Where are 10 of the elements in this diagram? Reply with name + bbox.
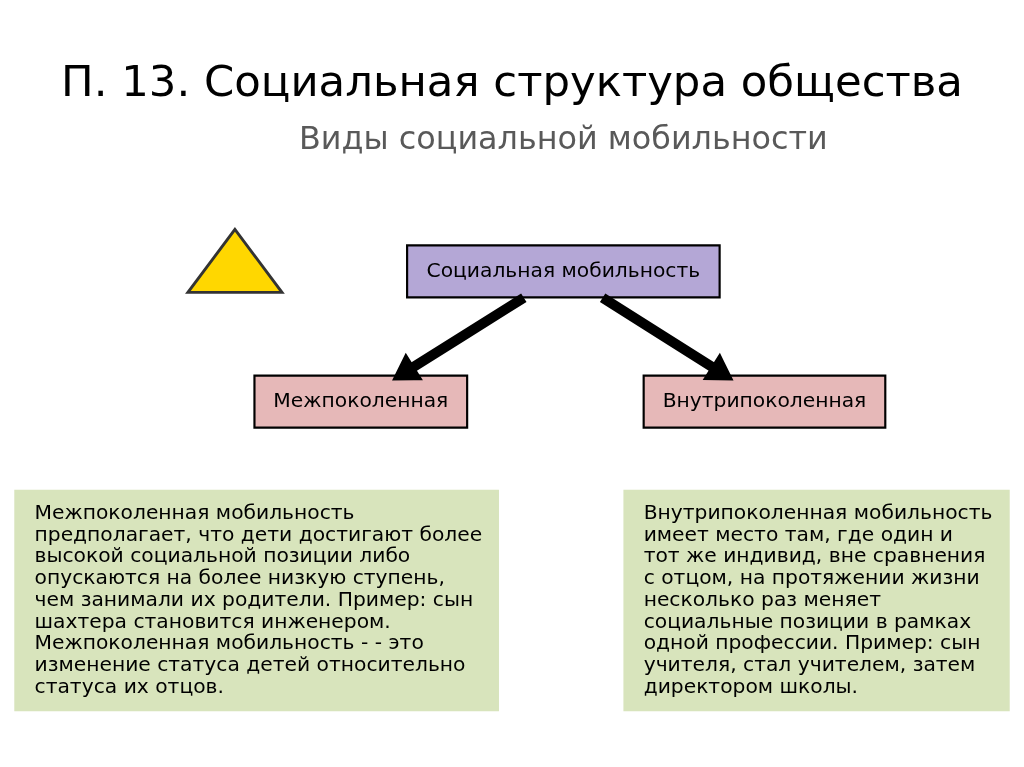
diagram-title: П. 13. Социальная структура общества <box>61 56 963 107</box>
node-box: Внутрипоколенная <box>642 374 887 429</box>
node-box: Внутрипоколенная мобильность имеет место там, где один и тот же индивид, вне сравнения с отцом, на протяжении жизни несколько раз меняет социальные позиции в рамках одной профессии. Пример: сын учителя, стал учителем, затем директором школы. <box>623 489 1010 712</box>
node-box: Межпоколенная <box>253 374 469 429</box>
arrow <box>392 293 527 381</box>
arrow <box>599 293 734 381</box>
node-box: Социальная мобильность <box>406 244 721 299</box>
node-box: Межпоколенная мобильность предполагает, что дети достигают более высокой социальной позиции либо опускаются на более низкую ступень, чем занимали их родители. Пример: сын шахтера становится инженером. Межпоколенная мобильность - - это изменение статуса детей относительно статуса их отцов. <box>14 489 499 712</box>
label: Виды социальной мобильности <box>299 119 828 158</box>
node-triangle <box>185 227 285 294</box>
